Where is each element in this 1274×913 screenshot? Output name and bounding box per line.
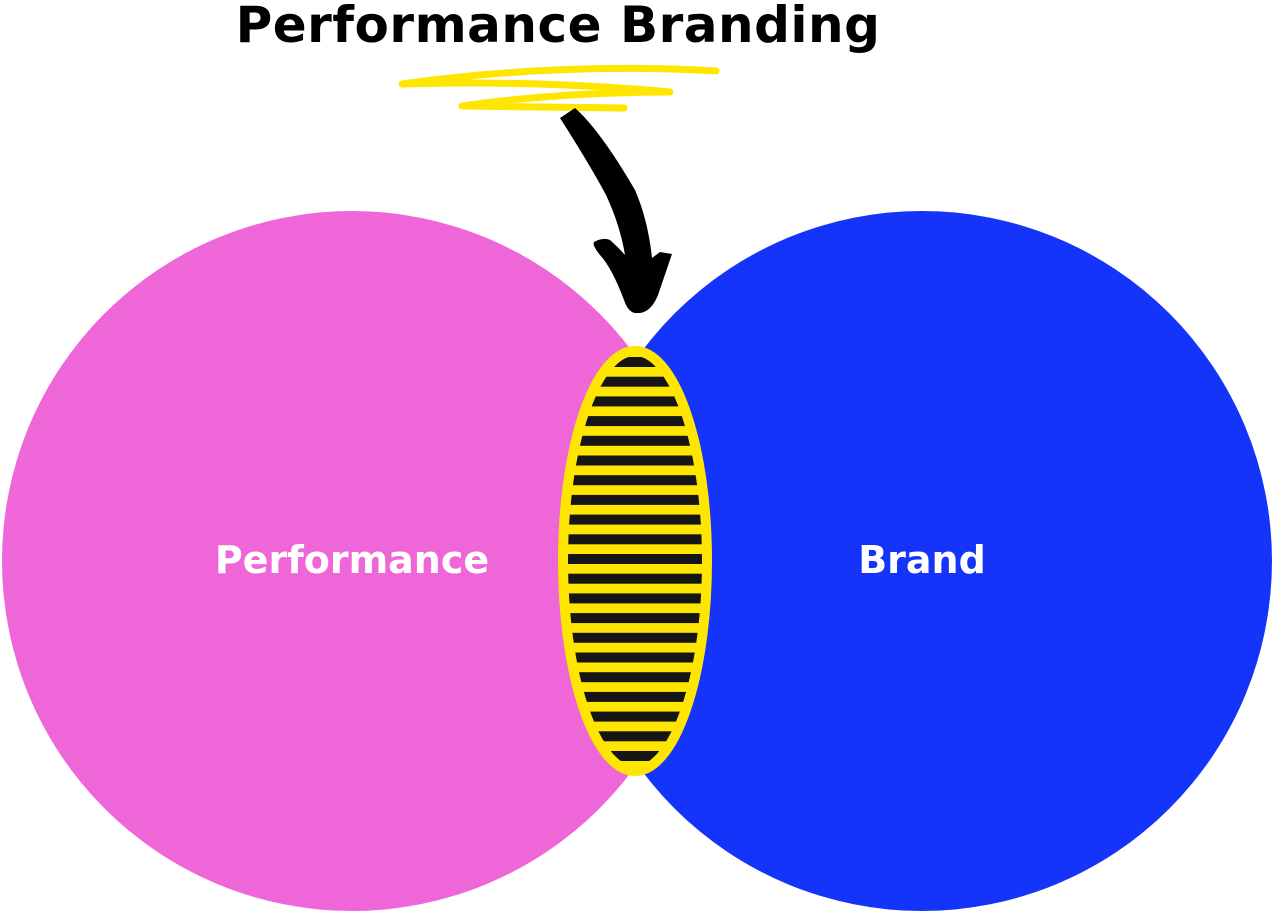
performance-label: Performance [214,538,490,582]
stripe [567,455,703,466]
stripe [567,554,703,564]
stripe [567,376,703,387]
arrow-icon [560,108,672,314]
stripe [567,396,703,407]
stripe [567,514,703,525]
stripe [567,573,703,584]
stripe [567,751,703,761]
stripe [567,731,703,742]
stripe [567,632,703,643]
stripe [567,435,703,446]
stripe [567,416,703,427]
stripe [567,357,703,367]
stripe [567,494,703,505]
stripe [567,672,703,683]
brand-circle [572,211,1272,911]
brand-label: Brand [858,538,986,582]
highlight-scribble [398,64,720,112]
stripe [567,534,703,545]
overlap-stripes [567,357,703,761]
stripe [567,711,703,722]
stripe [567,691,703,702]
performance-circle [2,211,702,911]
stripe [567,652,703,663]
stripe [567,593,703,604]
stripe [567,475,703,486]
stripe [567,613,703,624]
diagram-title: Performance Branding [235,0,881,54]
